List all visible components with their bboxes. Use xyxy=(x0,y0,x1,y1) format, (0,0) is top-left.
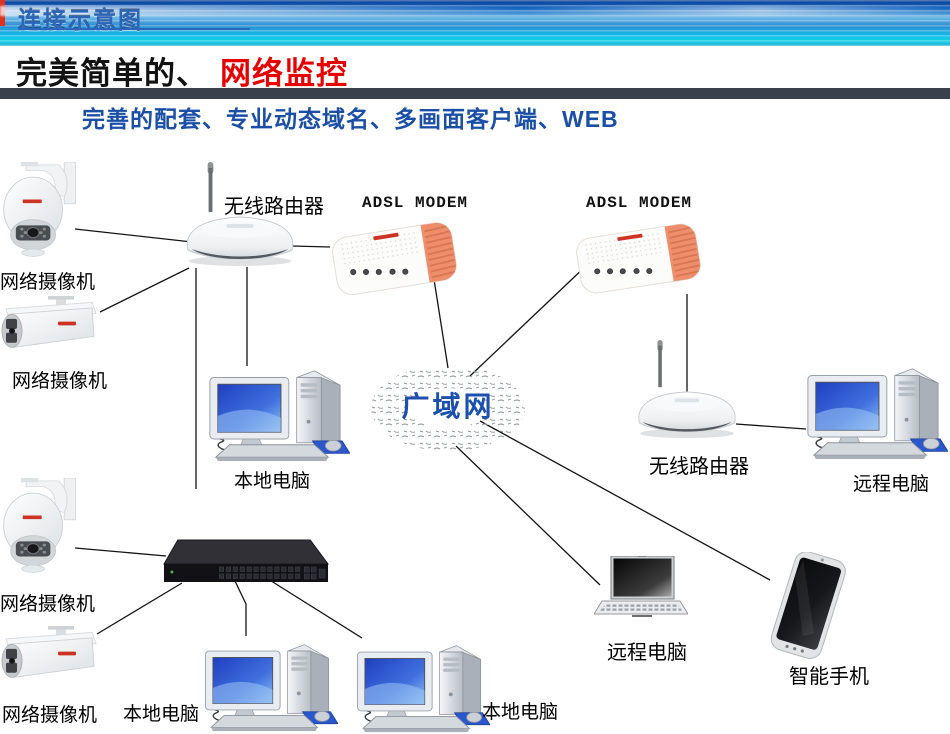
local-computer-1-label: 本地电脑 xyxy=(234,471,311,492)
bullet-camera-2 xyxy=(0,626,100,692)
remote-computer-laptop xyxy=(594,556,688,622)
adsl-modem-1 xyxy=(328,210,464,302)
adsl-modem-2-label: ADSL MODEM xyxy=(586,194,693,212)
dome-camera-2-label: 网络摄像机 xyxy=(0,594,96,615)
adsl-modem-1-label: ADSL MODEM xyxy=(362,194,469,212)
page-title: 完美简单的、网络监控 xyxy=(16,48,348,93)
local-computer-1 xyxy=(202,366,350,462)
divider-bar xyxy=(0,88,950,99)
bullet-camera-1-label: 网络摄像机 xyxy=(12,371,108,392)
remote-computer-laptop-label: 远程电脑 xyxy=(607,642,687,664)
dome-camera-2 xyxy=(2,478,78,576)
wan-cloud-label: 广域网 xyxy=(401,391,495,422)
red-corner-chip xyxy=(0,0,5,26)
dome-camera-1-label: 网络摄像机 xyxy=(0,272,96,293)
wireless-router-2-label: 无线路由器 xyxy=(649,456,749,478)
page-title-black: 完美简单的、 xyxy=(16,56,208,91)
smartphone-label: 智能手机 xyxy=(789,666,869,688)
bullet-camera-2-label: 网络摄像机 xyxy=(2,705,98,726)
remote-computer-desktop-label: 远程电脑 xyxy=(853,474,930,495)
wireless-router-2 xyxy=(634,340,740,440)
local-computer-3-label: 本地电脑 xyxy=(482,702,559,723)
local-computer-2-label: 本地电脑 xyxy=(123,704,200,725)
local-computer-2 xyxy=(198,640,338,732)
bullet-camera-1 xyxy=(0,296,100,362)
network-switch xyxy=(162,536,330,586)
top-banner: 连接示意图 xyxy=(0,0,950,46)
local-computer-3 xyxy=(350,641,490,733)
wireless-router-1-label: 无线路由器 xyxy=(224,196,324,218)
banner-title-underline xyxy=(18,28,250,30)
dome-camera-1 xyxy=(2,162,78,260)
adsl-modem-2 xyxy=(572,212,708,300)
remote-computer-desktop xyxy=(800,364,948,460)
page-title-red: 网络监控 xyxy=(220,56,348,91)
smartphone xyxy=(760,552,856,660)
subtitle: 完善的配套、专业动态域名、多画面客户端、WEB xyxy=(82,106,619,132)
